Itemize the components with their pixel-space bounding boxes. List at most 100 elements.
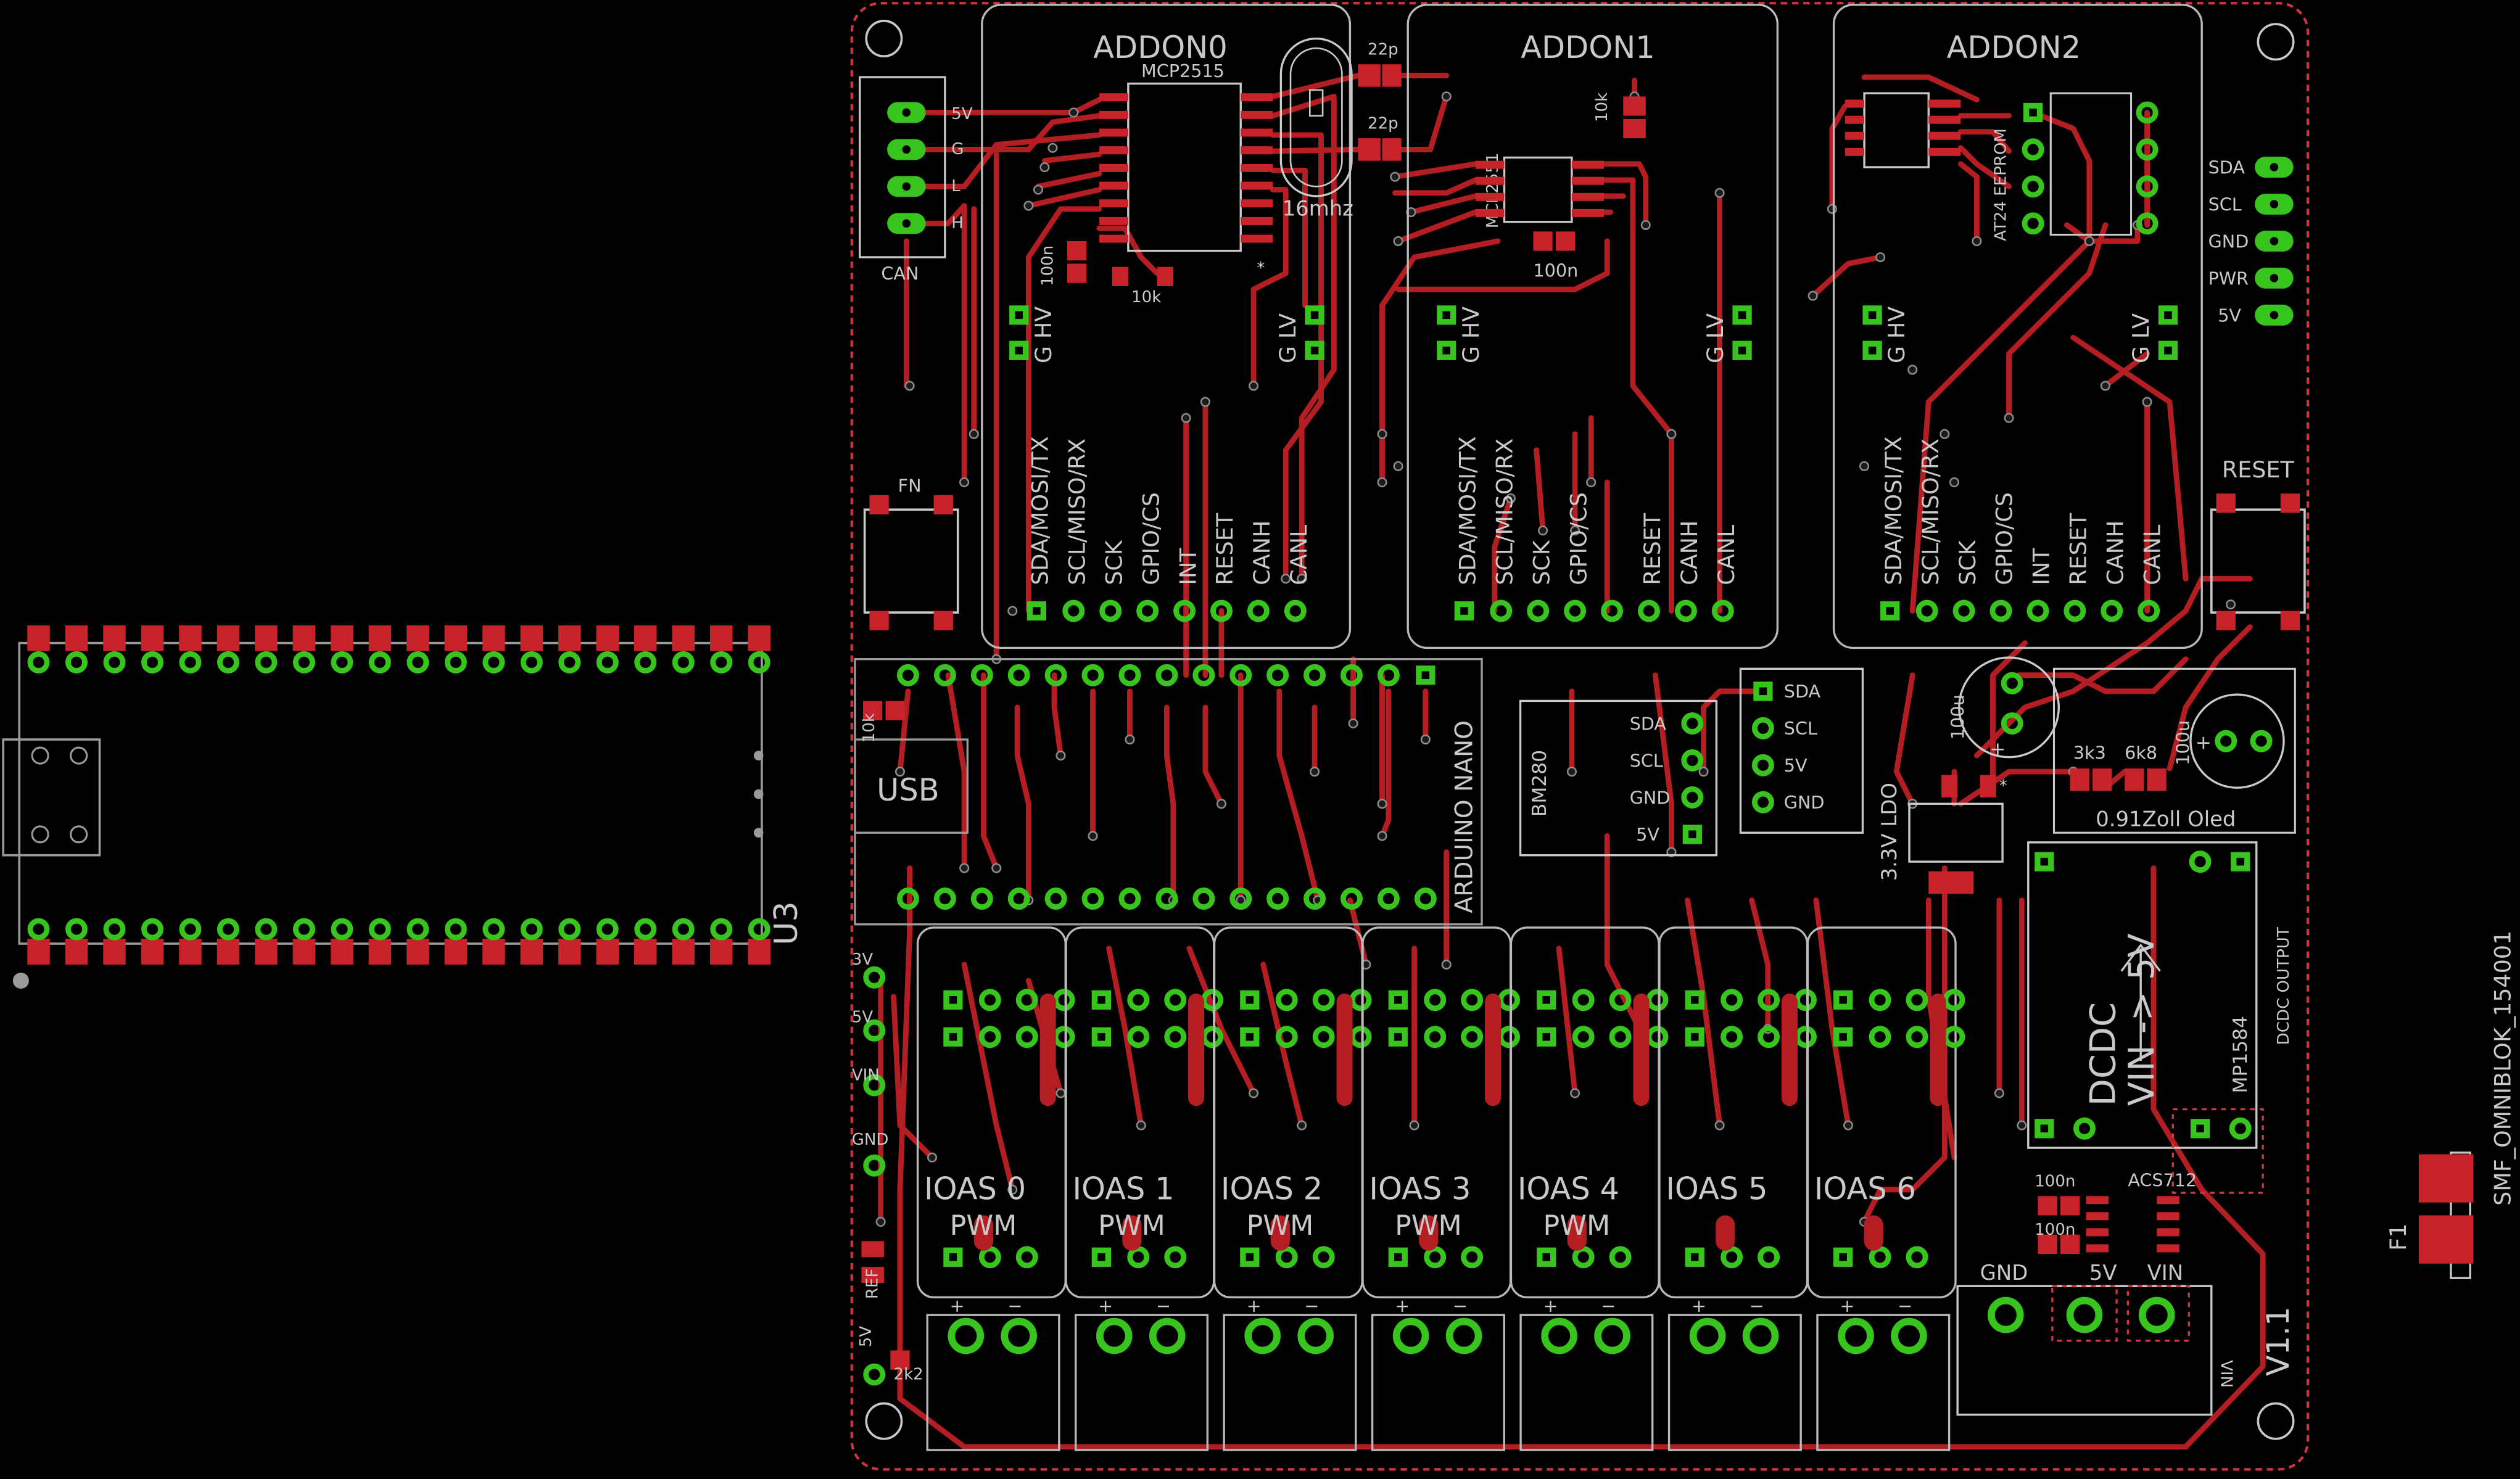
ioas-pad [1464, 992, 1481, 1008]
ioas-pwm-pad [1427, 1249, 1444, 1266]
ioas-pad [1649, 992, 1666, 1008]
trace [1392, 177, 1479, 196]
g-lv-label: G LV [1274, 313, 1301, 363]
svg-text:RESET: RESET [2222, 456, 2295, 483]
ioas-pad [943, 1027, 963, 1047]
via-hole [1056, 1088, 1066, 1098]
u3-pad [561, 921, 578, 937]
ioas-pwm-pad [1575, 1249, 1592, 1266]
ioas-pad [1575, 992, 1592, 1008]
nano-pad [1084, 667, 1101, 683]
ioas-pad [1278, 992, 1295, 1008]
addon-pin-label: GPIO/CS [1991, 492, 2018, 585]
via-hole [2004, 413, 2014, 423]
g-lv-pad [1305, 305, 1324, 325]
ioas-pad [981, 992, 998, 1008]
g-hv-pad [1437, 340, 1456, 360]
terminal-plus: + [1840, 1295, 1854, 1316]
svg-text:5V: 5V [951, 105, 973, 123]
addon-pin [1993, 603, 2009, 619]
svg-text:SCL: SCL [1784, 718, 1817, 739]
via-hole [1714, 187, 1725, 198]
ioas-terminal-hole [1450, 1322, 1479, 1351]
via-hole [1994, 1088, 2004, 1098]
trace [1041, 151, 1102, 164]
u3-pad [751, 654, 767, 670]
u3-pad [144, 654, 160, 670]
u3-pin1-marker [12, 972, 29, 989]
ioas-pad [1797, 992, 1814, 1008]
dcdc-module: DCDC VIN -> 5V DCDC OUTPUT MP1584 [2027, 841, 2293, 1149]
ioas-pad [943, 990, 963, 1010]
nano-pad [1084, 890, 1101, 907]
nano-pad [1159, 667, 1175, 683]
arduino-nano: USB ARDUINO NANO 10k [854, 657, 1483, 926]
via-hole [1039, 162, 1050, 173]
ioas-pwm-pad [1833, 1247, 1853, 1267]
ioas-pad [1204, 1029, 1221, 1045]
svg-text:0.91Zoll Oled: 0.91Zoll Oled [2096, 807, 2236, 831]
addon-pin-label: GPIO/CS [1138, 492, 1164, 585]
svg-text:VIN: VIN [852, 1066, 880, 1085]
ioas-pwm-pad [1761, 1249, 1777, 1266]
svg-text:10k: 10k [1593, 93, 1611, 122]
ioas-pad [1537, 990, 1556, 1010]
ioas-pad [1130, 992, 1147, 1008]
ioas-pwm-pad [1018, 1249, 1035, 1266]
trace [1957, 161, 1980, 244]
svg-text:5V: 5V [1636, 824, 1659, 845]
ioas-pwm-label: PWM [950, 1210, 1017, 1242]
svg-text:10k: 10k [1131, 288, 1161, 307]
ioas-terminal-hole [1894, 1322, 1923, 1351]
ioas-terminal-hole [1598, 1322, 1627, 1351]
ioas-terminal [1223, 1314, 1357, 1451]
u3-pad [675, 654, 692, 670]
via-hole [1068, 107, 1079, 118]
terminal-plus: + [1543, 1295, 1558, 1316]
addon-pin-label: SCL/MISO/RX [1917, 439, 1944, 585]
g-lv-label: G LV [2128, 313, 2154, 363]
svg-text:5V: 5V [2089, 1261, 2117, 1285]
terminal-minus: − [1453, 1295, 1468, 1316]
ioas-pad [1427, 992, 1444, 1008]
svg-text:SCL: SCL [2208, 194, 2242, 215]
g-hv-pad [1437, 305, 1456, 325]
trace [2167, 624, 2253, 772]
u3-pad [295, 654, 312, 670]
via-hole [1843, 1120, 1854, 1131]
svg-text:DCDC: DCDC [2082, 1002, 2123, 1106]
via-hole [1125, 734, 1135, 745]
trace [1957, 129, 2012, 154]
via-hole [1537, 525, 1548, 536]
ioas-pwm-pad [943, 1247, 963, 1267]
addon-pin-label: RESET [1639, 513, 1666, 585]
trace [2064, 222, 2141, 244]
via-hole [1949, 477, 1960, 488]
ioas-terminal-hole [1004, 1322, 1033, 1351]
u3-pad [182, 921, 199, 937]
trace [1408, 193, 1479, 215]
addon-pin [1640, 603, 1657, 619]
addon-pin [2104, 603, 2120, 619]
mcp2551-chip: MCP2551 10k 100n [1475, 93, 1646, 281]
svg-text:ACS712: ACS712 [2128, 1170, 2197, 1191]
trace [1957, 768, 2076, 807]
ioas-terminal-hole [1153, 1322, 1182, 1351]
ioas-pad [1872, 992, 1888, 1008]
ioas-terminal-hole [1693, 1322, 1722, 1351]
version-label: V1.1 [2260, 1307, 2296, 1377]
via-hole [1007, 606, 1018, 616]
addon-pin-label: CANH [1676, 521, 1703, 585]
acs712-sensor: ACS712 100n 100n [2035, 1108, 2264, 1254]
u3-pad [485, 654, 502, 670]
nano-pad [1159, 890, 1175, 907]
svg-text:REF: REF [863, 1269, 882, 1300]
nano-pad [1196, 890, 1212, 907]
ioas-terminal-hole [1301, 1322, 1330, 1351]
u3-pad [220, 921, 236, 937]
cap-100u-a: + 100u [1948, 656, 2060, 760]
svg-text:6k8: 6k8 [2125, 742, 2157, 763]
trace [961, 962, 1015, 1193]
ioas-label: IOAS 3 [1369, 1171, 1471, 1206]
via-hole [1377, 477, 1387, 488]
